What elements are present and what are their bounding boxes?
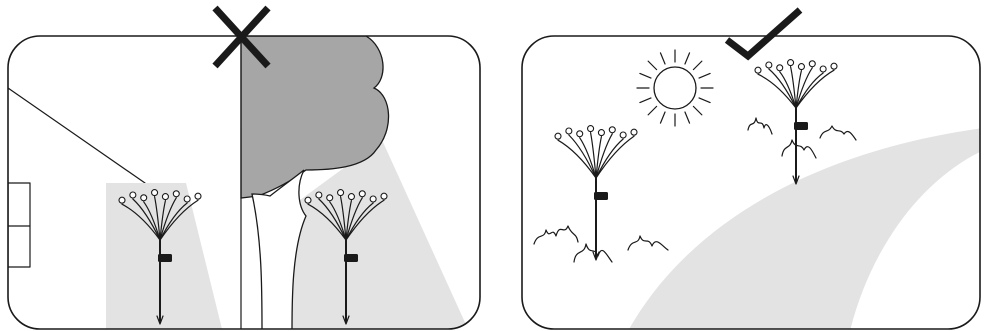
lamp-wire: [595, 136, 603, 179]
lamp-wire: [121, 203, 161, 241]
lamp-bulb: [597, 129, 605, 137]
lamp-bulb: [630, 128, 638, 136]
tree-trunk: [251, 169, 307, 329]
lamp-bulb: [183, 195, 191, 203]
lamp-bulb: [787, 59, 795, 67]
lamp-bulb: [304, 196, 312, 204]
firework-lamp: [754, 59, 838, 185]
lamp-bulb: [619, 131, 627, 139]
firework-lamp: [554, 125, 638, 261]
solar-panel: [794, 122, 808, 130]
lamp-bulb: [337, 189, 345, 197]
lamp-bulb: [797, 63, 805, 71]
lamp-bulb: [765, 61, 773, 69]
lamp-bulb: [565, 127, 573, 135]
lamp-wire: [595, 135, 635, 179]
lamp-wire: [159, 200, 167, 241]
lamp-bulb: [808, 60, 816, 68]
lamp-bulb: [576, 130, 584, 138]
sun-icon: [636, 49, 714, 127]
lamp-wire: [153, 196, 161, 241]
lamp-wire: [159, 197, 177, 241]
left-scene: [8, 36, 468, 329]
lamp-wire: [579, 137, 597, 179]
lamp-bulb: [140, 194, 148, 202]
lamp-wire: [345, 200, 353, 241]
lamp-wire: [795, 70, 803, 109]
sun-ray: [647, 60, 658, 71]
panel-incorrect-placement: [7, 5, 481, 330]
sun-ray: [639, 72, 652, 79]
lamp-wire: [595, 133, 613, 179]
lamp-wire: [318, 198, 347, 241]
lamp-wire: [307, 203, 347, 241]
lamp-bulb: [608, 126, 616, 134]
lamp-bulb: [118, 196, 126, 204]
lamp-bulb: [129, 191, 137, 199]
lamp-bulb: [347, 193, 355, 201]
lamp-bulb: [554, 132, 562, 140]
lamp-bulb: [151, 189, 159, 197]
stake-tip: [156, 315, 164, 325]
firework-lamp: [304, 189, 388, 325]
sun-ray: [659, 52, 666, 65]
stake-tip: [792, 175, 800, 185]
lamp-bulb: [380, 192, 388, 200]
house-roof-line: [8, 87, 146, 184]
lamp-wire: [795, 69, 835, 109]
solar-panel: [158, 254, 172, 262]
sun-ray: [684, 52, 691, 65]
lamp-bulb: [161, 193, 169, 201]
sun-ray: [698, 97, 711, 104]
sun-ray: [647, 105, 658, 116]
lamp-bulb: [194, 192, 202, 200]
lamp-wire: [768, 68, 797, 109]
lamp-wire: [789, 66, 797, 109]
lamp-wire: [345, 197, 363, 241]
sun-ray: [692, 60, 703, 71]
light-beam: [628, 128, 980, 329]
sun-ray: [698, 72, 711, 79]
lamp-wire: [779, 71, 797, 109]
lamp-wire: [345, 199, 385, 241]
panel-correct-placement: [521, 7, 981, 330]
lamp-bulb: [776, 64, 784, 72]
grass-icon: [533, 117, 857, 263]
lamp-wire: [589, 132, 597, 179]
lamp-bulb: [754, 66, 762, 74]
cross-icon: [212, 5, 271, 69]
right-scene: [628, 128, 980, 329]
lamp-bulb: [326, 194, 334, 202]
lamp-wire: [159, 199, 199, 241]
lamp-bulb: [315, 191, 323, 199]
lamp-wire: [132, 198, 161, 241]
sun-ray: [684, 111, 691, 124]
lamp-bulb: [830, 62, 838, 70]
sun-ray: [639, 97, 652, 104]
lamp-wire: [339, 196, 347, 241]
solar-panel: [594, 192, 608, 200]
lamp-bulb: [358, 190, 366, 198]
house-window: [8, 182, 31, 268]
lamp-bulb: [369, 195, 377, 203]
right-panel-frame: [521, 35, 981, 330]
lamp-wire: [795, 67, 813, 109]
stake-tip: [592, 251, 600, 261]
tree-shadow: [280, 140, 468, 329]
lamp-wire: [568, 134, 597, 179]
stake-tip: [342, 315, 350, 325]
check-icon: [724, 7, 803, 61]
lamp-bulb: [587, 125, 595, 133]
lamp-bulb: [172, 190, 180, 198]
firework-lamp: [118, 189, 202, 325]
solar-panel: [344, 254, 358, 262]
sun-ray: [659, 111, 666, 124]
sun-ray: [692, 105, 703, 116]
lamp-wire: [557, 139, 597, 179]
lamp-bulb: [819, 65, 827, 73]
lamp-wire: [329, 201, 347, 241]
lamp-wire: [143, 201, 161, 241]
lamp-wire: [757, 73, 797, 109]
